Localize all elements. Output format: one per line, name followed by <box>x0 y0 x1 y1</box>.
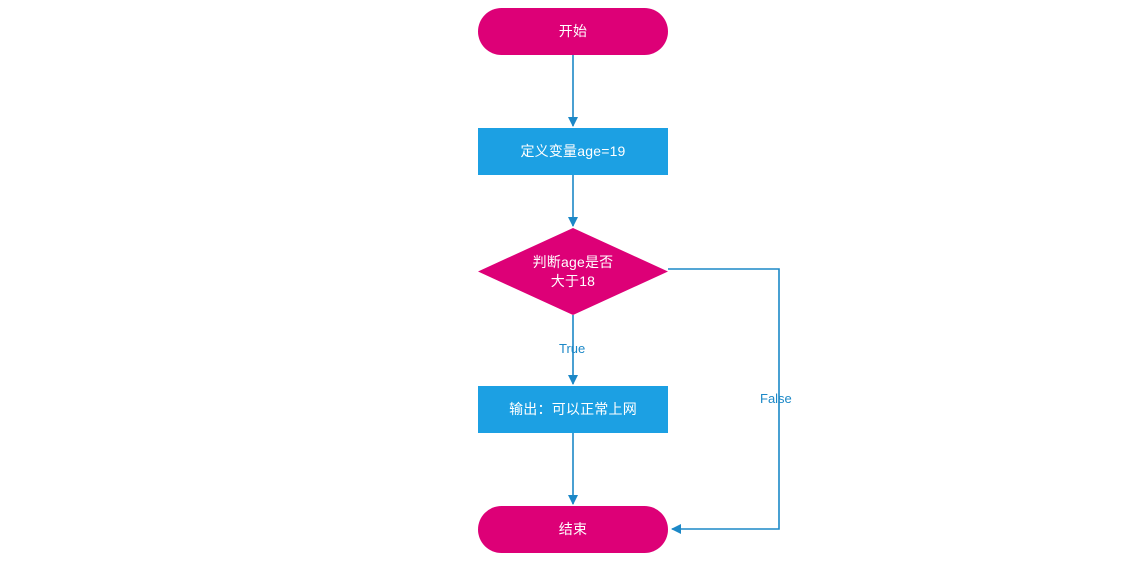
node-end-label: 结束 <box>558 521 588 537</box>
edge-label-true: True <box>559 341 586 356</box>
node-define-variable-label: 定义变量age=19 <box>520 143 626 159</box>
node-output-message[interactable]: 输出：可以正常上网 <box>478 386 668 433</box>
node-start-label: 开始 <box>558 23 588 39</box>
node-decision-age[interactable]: 判断age是否 大于18 <box>478 228 668 315</box>
edge-label-false: False <box>760 391 792 406</box>
node-define-variable[interactable]: 定义变量age=19 <box>478 128 668 175</box>
node-start[interactable]: 开始 <box>478 8 668 55</box>
diamond-shape <box>478 228 668 315</box>
node-decision-age-label: 判断age是否 大于18 <box>532 253 614 289</box>
node-output-message-label: 输出：可以正常上网 <box>509 401 637 417</box>
node-end[interactable]: 结束 <box>478 506 668 553</box>
